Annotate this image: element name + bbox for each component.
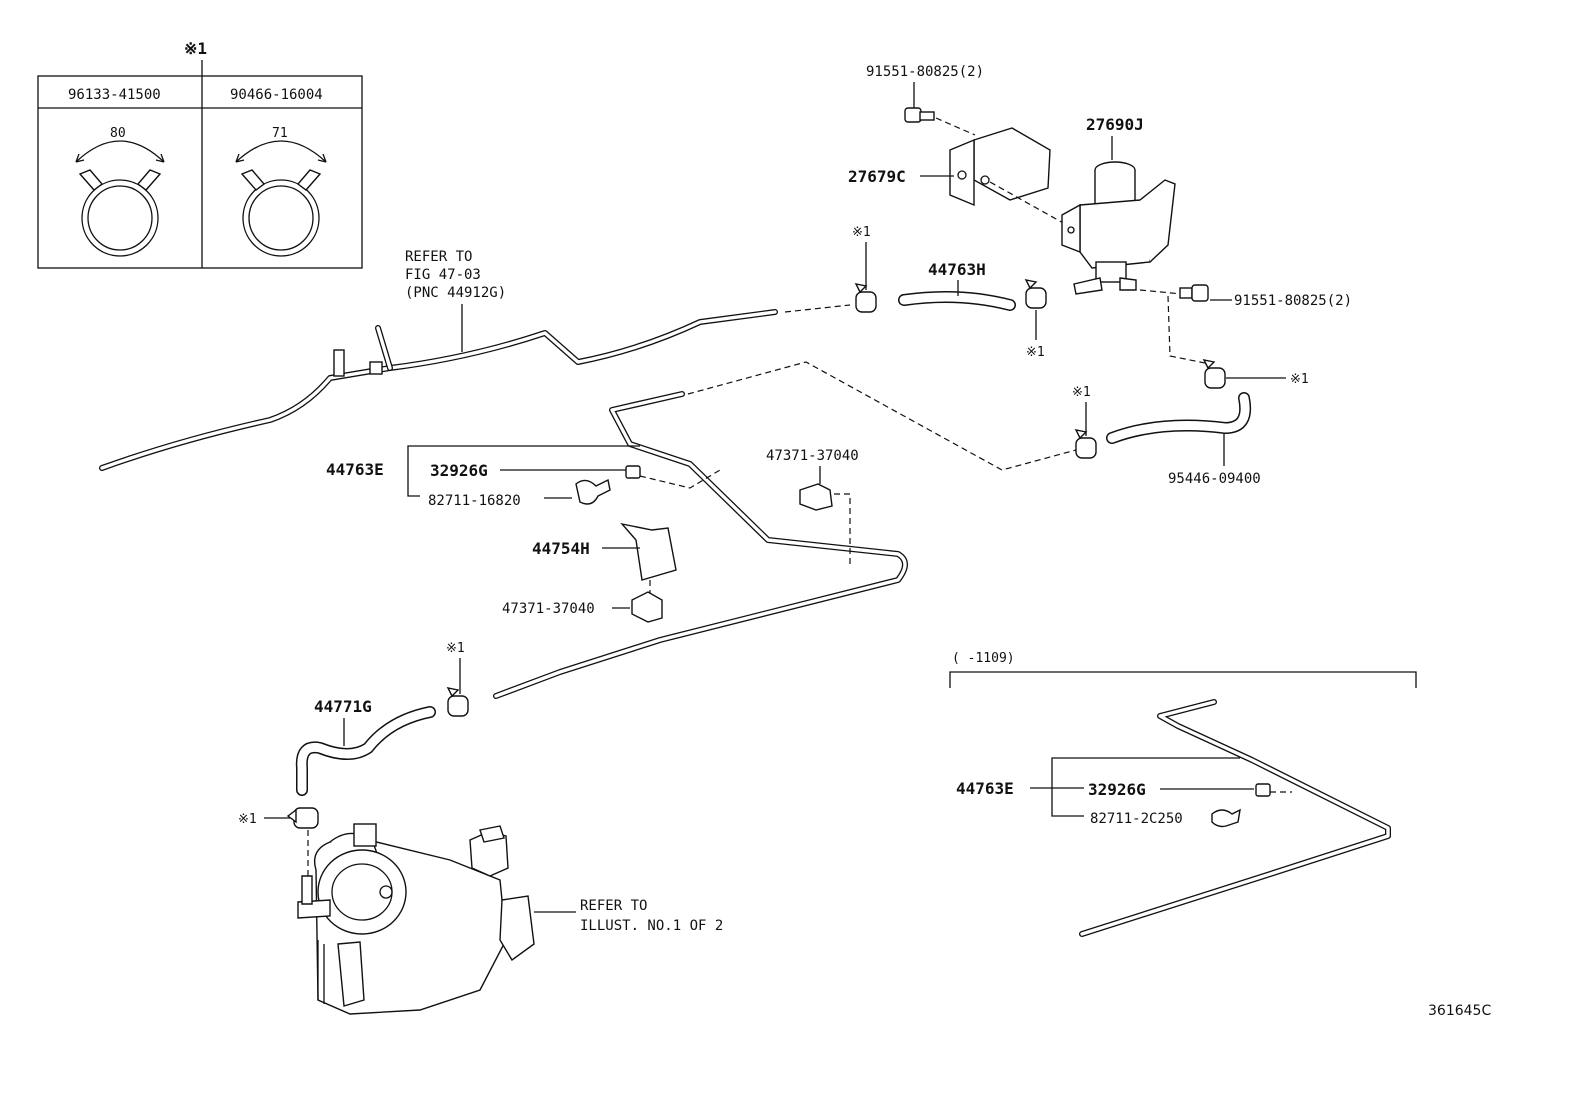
- ref-mark-6: ※1: [238, 812, 257, 827]
- vsv-27690j: 27690J: [1061, 115, 1176, 295]
- clamp-44771g-upper: ※1: [446, 641, 469, 717]
- bolt-top: 91551-80825(2): [866, 64, 984, 123]
- table-frame: [37, 75, 363, 269]
- label-27679c: 27679C: [848, 167, 906, 186]
- label-44754h: 44754H: [532, 539, 590, 558]
- clip-82711: [575, 478, 611, 505]
- clamp-table: ※1 96133-41500 90466-16004 80 71: [37, 39, 363, 269]
- bolt-right: 91551-80825(2): [1139, 284, 1352, 309]
- ref-mark-1: ※1: [852, 225, 871, 240]
- label-bolt-top: 91551-80825(2): [866, 64, 984, 80]
- clamp-44771g-lower: ※1: [238, 807, 319, 876]
- clamp-47371-upper: 47371-37040: [766, 448, 859, 568]
- inset-range: ( -1109) 44763E 32926G 82711-2C250: [949, 651, 1417, 937]
- pipe-refer-fig: REFER TO FIG 47-03 (PNC 44912G): [99, 249, 778, 471]
- ref-mark-5: ※1: [446, 641, 465, 656]
- inset-label-82711: 82711-2C250: [1090, 811, 1183, 827]
- clamp-hose-h-right: ※1: [1024, 279, 1047, 360]
- clamp-angle-2: 71: [272, 126, 288, 141]
- refer-fig-line1: REFER TO: [405, 249, 472, 265]
- label-47371-lower: 47371-37040: [502, 601, 595, 617]
- label-82711: 82711-16820: [428, 493, 521, 509]
- clamp-47371-lower: 47371-37040: [502, 591, 663, 623]
- vacuum-pump: [297, 823, 576, 1015]
- table-ref-mark: ※1: [184, 39, 207, 58]
- inset-label-44763e: 44763E: [956, 779, 1014, 798]
- ref-mark-3: ※1: [1290, 372, 1309, 387]
- pipe-44763e: [493, 391, 908, 699]
- refer-fig-line3: (PNC 44912G): [405, 285, 506, 301]
- bracket-27679c: 27679C: [848, 127, 1051, 207]
- table-part-2: 90466-16004: [230, 87, 323, 103]
- plug-32926g: [625, 465, 641, 479]
- clamp-hose-h-left: ※1: [852, 225, 877, 313]
- ref-mark-4: ※1: [1072, 385, 1091, 400]
- label-32926g: 32926G: [430, 461, 488, 480]
- label-bolt-right: 91551-80825(2): [1234, 293, 1352, 309]
- label-27690j: 27690J: [1086, 115, 1144, 134]
- inset-range-label: ( -1109): [952, 651, 1015, 666]
- table-part-1: 96133-41500: [68, 87, 161, 103]
- clamp-illustration-1: 80: [75, 126, 165, 257]
- inset-clip: [1211, 808, 1241, 828]
- label-44771g: 44771G: [314, 697, 372, 716]
- ref-mark-2: ※1: [1026, 345, 1045, 360]
- refer-fig-line2: FIG 47-03: [405, 267, 481, 283]
- label-44763h: 44763H: [928, 260, 986, 279]
- inset-plug: [1255, 783, 1271, 797]
- hose-44771g: 44771G: [295, 697, 436, 796]
- label-44763e: 44763E: [326, 460, 384, 479]
- label-47371-upper: 47371-37040: [766, 448, 859, 464]
- clamp-95446-right: ※1: [1202, 359, 1309, 389]
- label-95446: 95446-09400: [1168, 471, 1261, 487]
- clamp-angle-1: 80: [110, 126, 126, 141]
- clamp-illustration-2: 71: [235, 126, 327, 257]
- refer-illust-line2: ILLUST. NO.1 OF 2: [580, 918, 723, 934]
- hose-95446: 95446-09400: [1106, 392, 1261, 487]
- inset-label-32926g: 32926G: [1088, 780, 1146, 799]
- bracket-44754h: 44754H: [532, 522, 677, 594]
- pipe-e-group: 44763E 32926G 82711-16820: [326, 445, 721, 509]
- hose-44763h: 44763H: [898, 260, 1016, 311]
- clamp-95446-left: ※1: [1072, 385, 1097, 459]
- refer-illust-line1: REFER TO: [580, 898, 647, 914]
- figure-id: 361645C: [1428, 1003, 1491, 1019]
